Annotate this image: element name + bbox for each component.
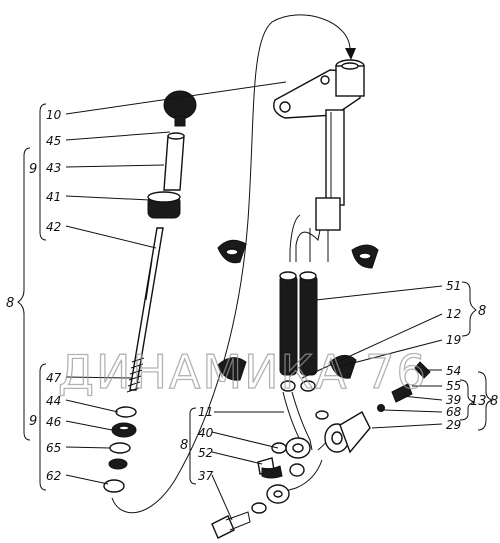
part-label-65: 65 [46, 441, 61, 455]
part-label-52: 52 [198, 446, 213, 460]
vertical-column [289, 109, 345, 262]
part-label-40: 40 [198, 426, 214, 440]
washer-stack-left [103, 406, 137, 493]
part-label-54: 54 [446, 364, 461, 378]
part-label-39: 39 [446, 393, 461, 407]
clamp-upper-right [351, 244, 379, 269]
part-label-11: 11 [198, 405, 213, 419]
part-label-29: 29 [446, 418, 461, 432]
group-label-right-outer: 8 [490, 394, 498, 409]
part-label-19: 19 [446, 333, 461, 347]
part-label-43: 43 [46, 161, 61, 175]
leaders-bottom-left [189, 407, 284, 521]
part-label-46: 46 [46, 415, 62, 429]
part-label-51: 51 [446, 279, 461, 293]
part-label-42: 42 [46, 220, 61, 234]
part-label-37: 37 [198, 469, 214, 483]
bushing-41 [147, 191, 181, 219]
hose-pair [279, 271, 318, 392]
part-label-55: 55 [446, 379, 461, 393]
clamp-lower-right [329, 355, 357, 379]
bolts-lower [211, 457, 283, 539]
group-label-bottom-left: 8 [180, 438, 188, 453]
clamp-upper-left [217, 239, 247, 264]
part-label-44: 44 [46, 394, 61, 408]
part-label-45: 45 [46, 134, 61, 148]
group-label-right-inner: 13 [470, 394, 487, 409]
flow-arrow-path [111, 14, 351, 514]
group-label-left-outer: 8 [6, 296, 14, 311]
knob [163, 90, 197, 127]
part-label-68: 68 [446, 405, 462, 419]
group-label-left-upper: 9 [29, 162, 37, 177]
leaders-right [301, 281, 494, 431]
part-label-47: 47 [46, 371, 62, 385]
clamp-lower-left [217, 357, 247, 381]
leaders-left [65, 81, 287, 485]
part-label-12: 12 [446, 307, 461, 321]
rod-42 [129, 227, 164, 391]
brackets-left [17, 103, 47, 491]
part-label-62: 62 [46, 469, 61, 483]
valve-body [324, 361, 431, 454]
part-label-41: 41 [46, 190, 61, 204]
washers-lower [251, 410, 329, 514]
group-label-left-lower: 9 [29, 414, 37, 429]
part-label-10: 10 [46, 108, 62, 122]
sleeve-43 [163, 132, 185, 191]
lower-tubing [266, 391, 335, 504]
spring-47 [126, 357, 145, 393]
tube-fitting-top [335, 59, 365, 97]
group-label-right-upper: 8 [478, 304, 486, 319]
watermark-text: ДИНАМИКА 76 [58, 345, 428, 399]
arrow-head-icon [345, 48, 356, 60]
